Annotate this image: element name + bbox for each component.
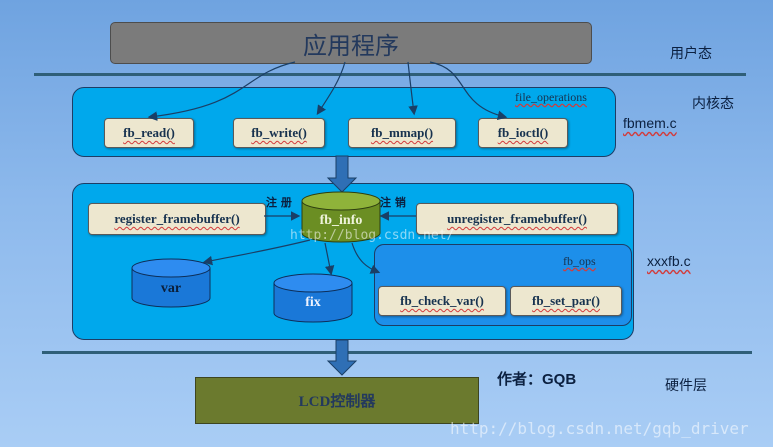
- var-label: var: [160, 281, 182, 296]
- app-to-fb-write-arrow: [316, 61, 346, 115]
- fb-info-label: fb_info: [319, 213, 363, 228]
- user-kernel-divider: [34, 73, 746, 76]
- register-framebuffer-box: register_framebuffer(): [88, 203, 266, 235]
- fb-info-cylinder: [301, 191, 381, 243]
- file-operations-label: file_operations: [515, 90, 587, 104]
- watermark-bottom: http://blog.csdn.net/gqb_driver: [450, 419, 749, 438]
- fb-info-to-fix-arrow: [324, 242, 335, 276]
- fix-label: fix: [305, 295, 321, 310]
- register-note: 注 册: [266, 196, 292, 209]
- user-layer-label: 用户态: [670, 46, 712, 62]
- fbmem-file-label: fbmem.c: [623, 115, 677, 131]
- app-box: 应用程序: [110, 22, 592, 64]
- fb-ioctl-box: fb_ioctl(): [478, 118, 568, 148]
- unregister-framebuffer-box: unregister_framebuffer(): [416, 203, 618, 235]
- fb-read-box: fb_read(): [104, 118, 194, 148]
- fb-check-var-box: fb_check_var(): [378, 286, 506, 316]
- kernel-layer-label: 内核态: [692, 96, 734, 112]
- app-to-fb-read-arrow: [147, 61, 296, 121]
- var-cylinder: [131, 258, 211, 308]
- unregister-note: 注 销: [380, 196, 406, 209]
- kernel-hardware-divider: [42, 351, 752, 354]
- xxxfb-to-lcd-arrow: [326, 339, 358, 376]
- app-to-fb-mmap-arrow: [407, 61, 418, 116]
- fb-write-box: fb_write(): [233, 118, 325, 148]
- hardware-layer-label: 硬件层: [665, 378, 707, 394]
- watermark-center: http://blog.csdn.net/: [290, 228, 455, 243]
- fb-info-to-fb-ops-arrow: [351, 242, 381, 274]
- fb-set-par-box: fb_set_par(): [510, 286, 622, 316]
- author-credit: 作者：GQB: [497, 371, 577, 388]
- lcd-controller-box: LCD控制器: [195, 377, 479, 424]
- app-to-fb-ioctl-arrow: [429, 61, 508, 120]
- fix-cylinder: [273, 273, 353, 323]
- xxxfb-file-label: xxxfb.c: [647, 253, 691, 269]
- fb-mmap-box: fb_mmap(): [348, 118, 456, 148]
- fbmem-to-xxxfb-arrow: [326, 155, 358, 193]
- fb-info-to-var-arrow: [202, 239, 311, 266]
- fb-ops-label: fb_ops: [563, 254, 596, 268]
